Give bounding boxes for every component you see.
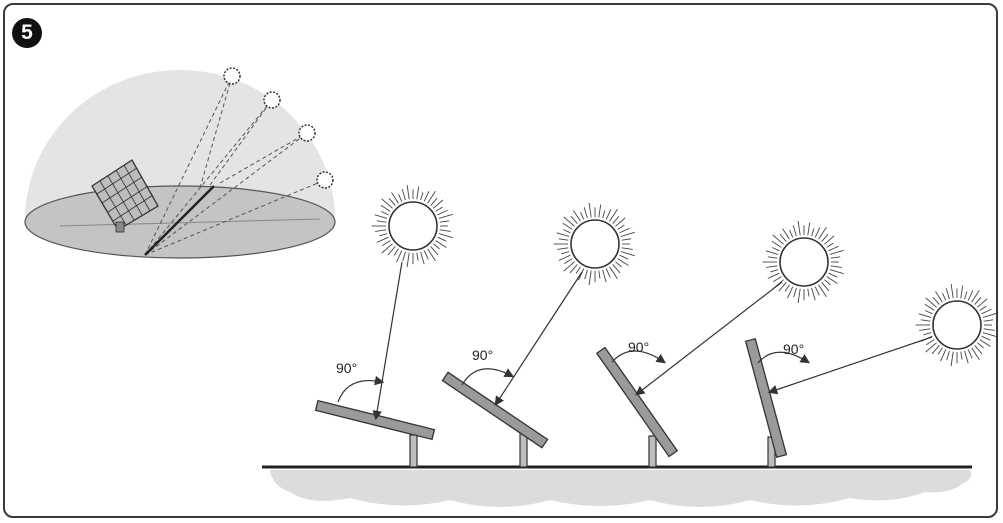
angle-arc-4 — [757, 351, 811, 364]
sun-beam-2 — [494, 271, 583, 407]
right-angle-arcs — [337, 350, 811, 403]
angle-label-3: 90° — [628, 339, 649, 355]
sun-beam-4 — [767, 336, 933, 395]
ground-disc — [24, 185, 336, 259]
angle-arc-2 — [461, 368, 515, 386]
solar-panel-4 — [744, 337, 788, 459]
figure-number-badge: 5 — [12, 18, 42, 48]
angle-label-1: 90° — [336, 360, 357, 376]
sun-beam-1 — [372, 261, 403, 421]
inset-sun-rays — [144, 75, 326, 256]
angle-label-2: 90° — [472, 347, 493, 363]
sun-icon — [915, 283, 997, 367]
angle-label-4: 90° — [783, 341, 804, 357]
sun-icon — [298, 124, 316, 142]
solar-panel-icon — [91, 159, 159, 233]
inset-shadow-line — [144, 185, 215, 256]
sun-icon — [371, 184, 453, 268]
sun-icon — [553, 202, 635, 286]
ground-shadow — [270, 470, 972, 507]
solar-panel-2 — [441, 371, 549, 449]
sun-icon — [263, 91, 281, 109]
ground-axis — [59, 218, 321, 227]
sky-dome-inset — [24, 67, 336, 259]
solar-panel-1 — [314, 399, 436, 441]
panel-posts — [409, 431, 776, 468]
sun-beam-3 — [635, 281, 783, 396]
angle-arc-3 — [611, 350, 666, 364]
sun-icon — [316, 171, 334, 189]
sun-icon — [223, 67, 241, 85]
panel-post — [648, 435, 657, 468]
panel-post — [409, 434, 418, 468]
solar-panel-3 — [595, 346, 679, 458]
sun-beams — [372, 261, 933, 421]
sun-icon — [762, 220, 844, 304]
angle-arc-1 — [337, 375, 385, 403]
